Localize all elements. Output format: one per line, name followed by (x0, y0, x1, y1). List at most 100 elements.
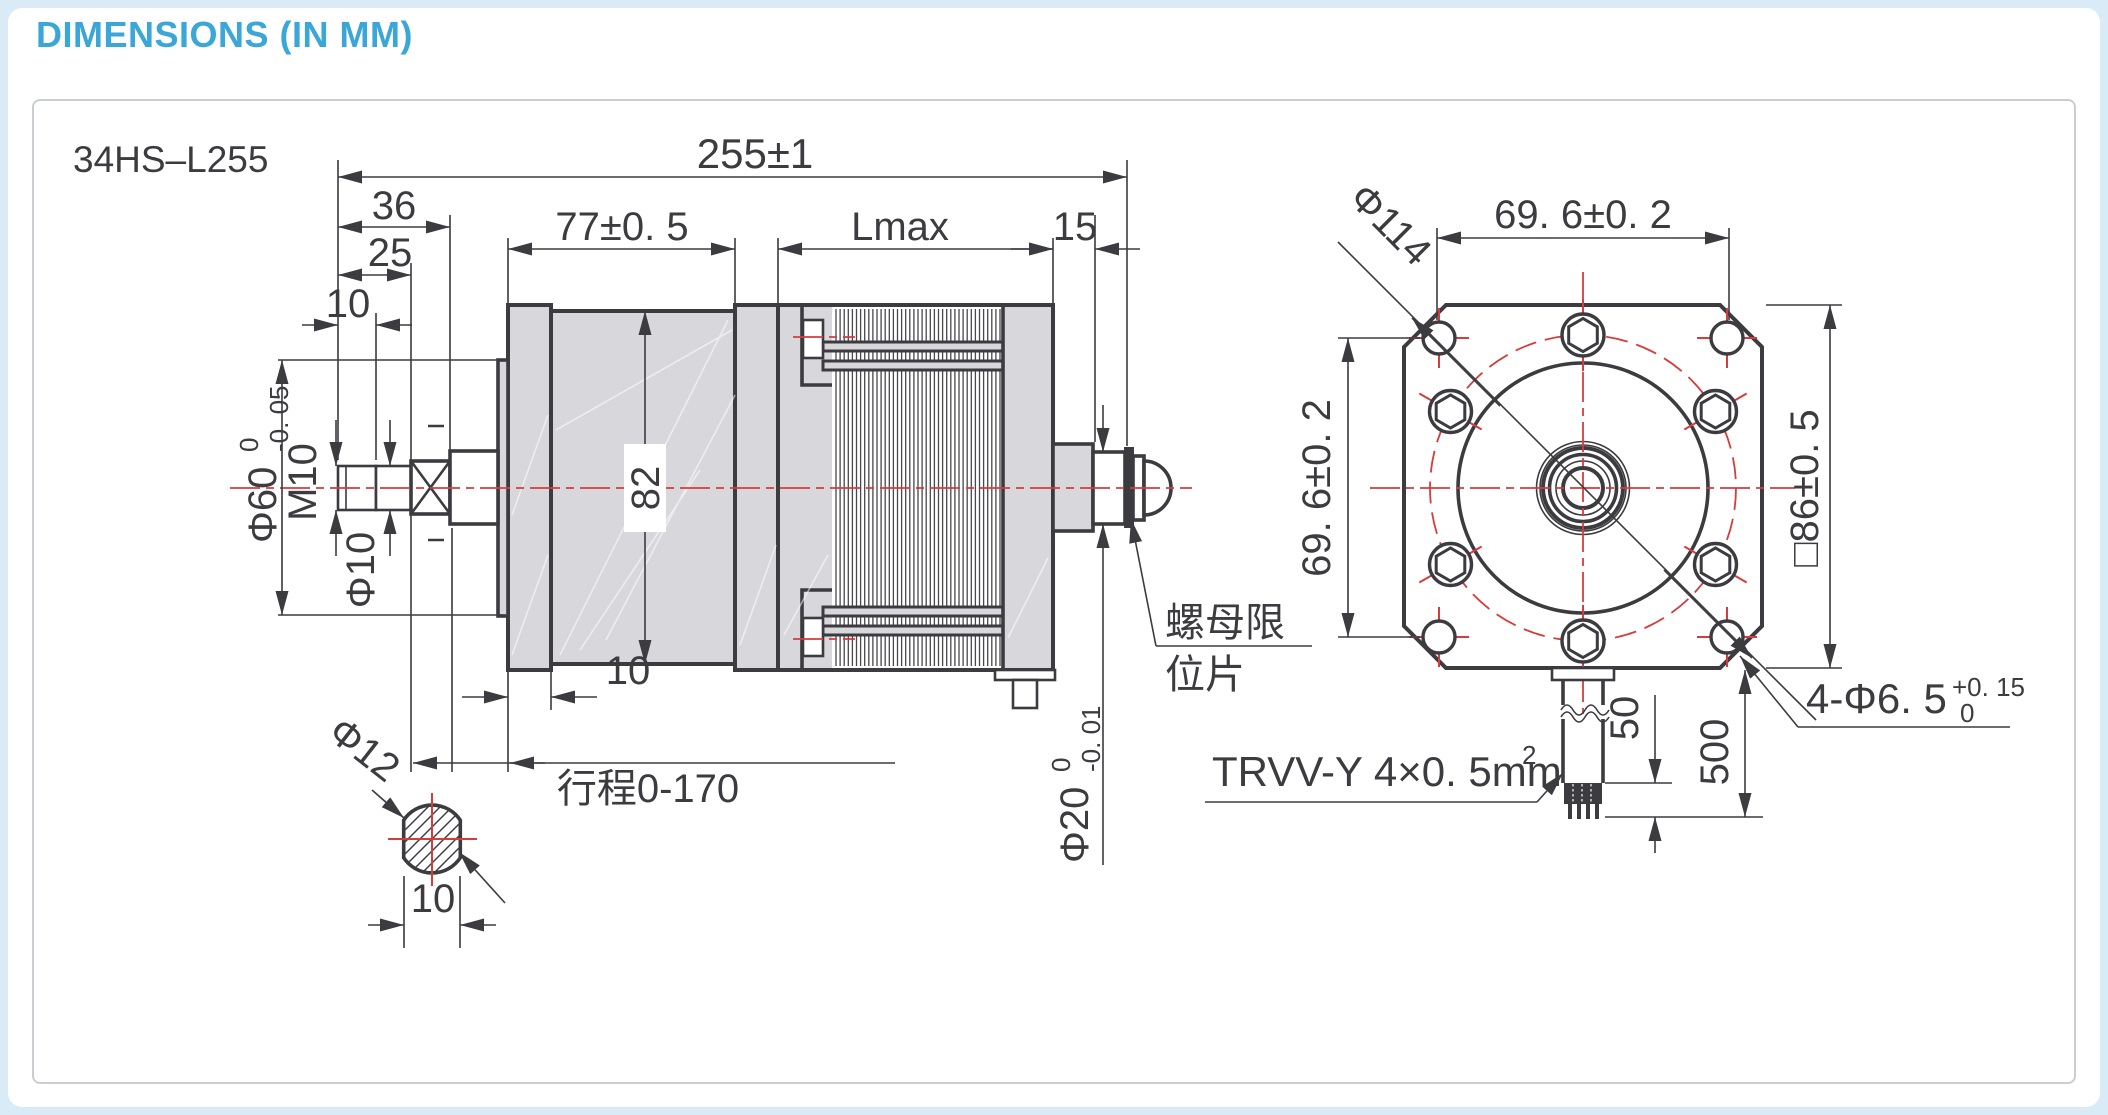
front-leaders (1205, 655, 2010, 803)
stroke-range-label: 行程0-170 (557, 767, 739, 811)
hex-socket (1434, 393, 1467, 430)
hex-socket-screw (1560, 299, 1606, 371)
front-view-labels: Φ114 69. 6±0. 2 69. 6±0. 2 □86±0. 5 4-Φ6… (1212, 175, 2025, 795)
mounting-hole (1697, 308, 1757, 368)
dim-d60-sub: -0. 05 (264, 386, 294, 453)
cable-assembly (1550, 666, 1616, 819)
dim-d60-sup: 0 (234, 438, 264, 452)
dim-15: 15 (1053, 205, 1098, 249)
dim-d10: Φ10 (339, 532, 383, 608)
dim-d20-sub: -0. 01 (1076, 706, 1106, 773)
hatch-line (403, 805, 458, 873)
dim-36: 36 (372, 184, 417, 228)
front-extension-lines (1338, 228, 1842, 818)
dim-d12: Φ12 (320, 709, 407, 791)
dim-50: 50 (1603, 696, 1647, 741)
hex-socket-screw (1418, 541, 1483, 588)
hex-socket (1699, 393, 1732, 430)
model-label: 34HS–L255 (73, 139, 268, 180)
hole-circle (1709, 320, 1745, 356)
hole-circle (1421, 619, 1457, 655)
hex-socket (1567, 316, 1599, 354)
front-dimension-lines (1341, 231, 1837, 853)
detail-cross (388, 793, 477, 886)
cable-spec-sup: 2 (1522, 740, 1536, 770)
hex-socket (1434, 546, 1467, 583)
dim-86-group: □86±0. 5 (1783, 409, 1827, 566)
plate-streaks (511, 414, 1049, 656)
hatch-line (403, 805, 461, 873)
cable-stripped-band (1564, 783, 1602, 804)
screw-tip-section-detail (371, 789, 506, 904)
diagonal-dimension (1337, 241, 1817, 721)
hex-socket-screw (1683, 388, 1748, 435)
mounting-hole (1697, 607, 1757, 667)
dim-holes-main: 4-Φ6. 5 (1806, 675, 1947, 722)
dim-d60-main: Φ60 (241, 467, 285, 543)
hatch-line (403, 805, 446, 873)
dim-10-front: 10 (326, 282, 371, 326)
dim-77: 77±0. 5 (555, 205, 688, 249)
side-view: 255±1 36 25 10 77±0. 5 Lmax 15 82 Φ60 0 … (230, 130, 1312, 948)
dim-d20-group: Φ20 0 -0. 01 (1046, 706, 1106, 864)
pin-base (993, 668, 1057, 682)
dim-25: 25 (368, 231, 413, 275)
cable-gland (1550, 666, 1616, 682)
dim-flat-10: 10 (411, 877, 456, 921)
stripped-texture (1572, 784, 1592, 803)
dim-d20-main: Φ20 (1053, 787, 1097, 863)
lead-wires (1568, 804, 1599, 819)
hole-circle (1421, 320, 1457, 356)
dim-overall-length: 255±1 (697, 130, 813, 177)
dim-holes-sup: +0. 15 (1952, 672, 2025, 702)
front-view: Φ114 69. 6±0. 2 69. 6±0. 2 □86±0. 5 4-Φ6… (1205, 175, 2025, 853)
dim-d10-group: Φ10 (339, 532, 383, 608)
dim-86: □86±0. 5 (1783, 409, 1827, 566)
dim-d12-group: Φ12 (320, 709, 407, 791)
hex-socket-screw (1560, 605, 1606, 677)
lead-screw-shaft (336, 424, 500, 542)
cable-sides (1561, 680, 1605, 783)
hole-circle (1709, 619, 1745, 655)
hatch-line (403, 805, 461, 873)
dim-d20-sup: 0 (1046, 758, 1076, 772)
hatch-line (403, 805, 461, 873)
hex-socket-screw (1418, 388, 1483, 435)
dim-50-group: 50 (1603, 696, 1647, 741)
dim-82-group: 82 (624, 466, 668, 511)
hex-socket-screw (1683, 541, 1748, 588)
nut-label-leader (1129, 518, 1312, 647)
dim-plate-10: 10 (606, 649, 651, 693)
page-title: DIMENSIONS (IN MM) (36, 14, 413, 55)
dim-696-top: 69. 6±0. 2 (1494, 193, 1672, 237)
dim-m10: M10 (281, 443, 325, 521)
hatch-line (449, 805, 461, 873)
dim-696-left-group: 69. 6±0. 2 (1295, 399, 1339, 577)
dim-d60-group: Φ60 0 -0. 05 (234, 386, 294, 544)
nut-limit-label-line2: 位片 (1165, 653, 1245, 697)
dim-82: 82 (624, 466, 668, 511)
cable-break-wave (1560, 704, 1610, 723)
mounting-hole (1409, 607, 1469, 667)
dim-500-group: 500 (1693, 719, 1737, 786)
hex-socket (1567, 622, 1599, 660)
dim-lmax: Lmax (851, 205, 949, 249)
dim-500: 500 (1693, 719, 1737, 786)
top-tab-slot (801, 318, 825, 360)
hatch-line (437, 805, 461, 873)
tab-centerlines (793, 336, 855, 640)
bottom-tab-slot (801, 616, 825, 658)
dim-m10-group: M10 (281, 443, 325, 521)
dim-holes-sub: 0 (1960, 698, 1974, 728)
side-dimension-lines (275, 170, 1140, 932)
center-ticks (428, 424, 444, 542)
dim82-mask (624, 444, 666, 532)
fasteners (1409, 299, 1757, 677)
dim-696-left: 69. 6±0. 2 (1295, 399, 1339, 577)
hex-socket (1699, 546, 1732, 583)
bottom-pin (1011, 678, 1039, 710)
cable-spec-label: TRVV-Y 4×0. 5mm (1212, 748, 1562, 795)
nut-limit-label-line1: 螺母限 (1165, 601, 1285, 645)
